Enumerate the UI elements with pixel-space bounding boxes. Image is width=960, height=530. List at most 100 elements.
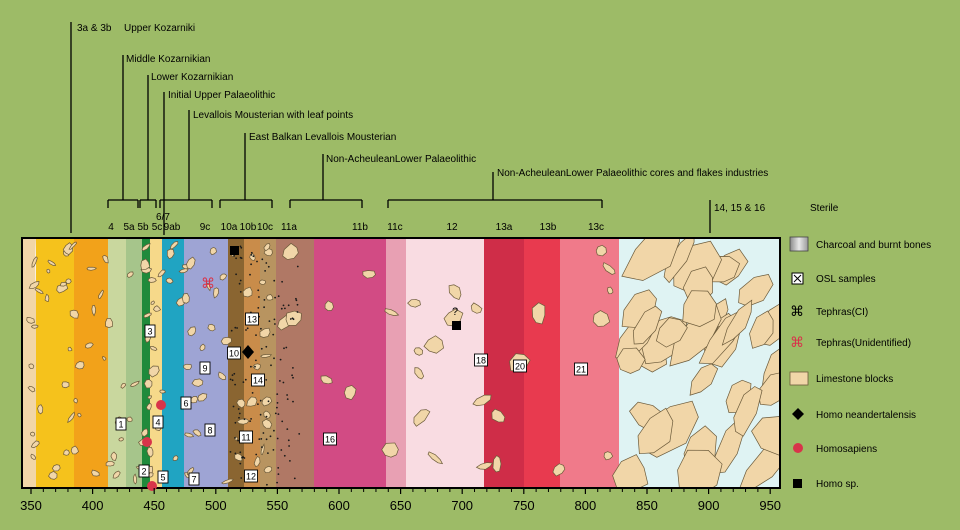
limestone-blocks	[26, 238, 780, 488]
charcoal-speck	[286, 428, 289, 430]
charcoal-speck	[265, 262, 268, 264]
limestone-block	[133, 473, 137, 485]
limestone-block	[112, 470, 121, 479]
charcoal-speck	[230, 329, 233, 332]
axis-tick-label: 750	[513, 498, 535, 513]
charcoal-speck	[237, 439, 240, 442]
osl-sample-number: 20	[515, 362, 525, 372]
period-label: 14, 15 & 16	[714, 203, 766, 214]
charcoal-speck	[295, 297, 297, 300]
charcoal-speck	[233, 372, 236, 375]
charcoal-speck	[235, 273, 238, 276]
sediment-band	[276, 238, 323, 488]
charcoal-speck	[277, 473, 280, 475]
limestone-block	[612, 454, 649, 488]
charcoal-speck	[239, 245, 242, 248]
limestone-block	[219, 273, 228, 281]
charcoal-speck	[274, 412, 277, 415]
limestone-block	[126, 416, 133, 423]
layer-label: 6/7	[156, 212, 170, 223]
osl-sample-number: 2	[141, 467, 146, 477]
limestone-block	[150, 300, 155, 305]
period-label: East Balkan Levallois Mousterian	[249, 132, 396, 143]
charcoal-speck	[236, 327, 239, 329]
limestone-block	[602, 262, 616, 275]
legend-label: Tephras(CI)	[816, 307, 868, 318]
charcoal-speck	[265, 438, 268, 441]
charcoal-speck	[284, 307, 286, 310]
charcoal-speck	[242, 381, 245, 383]
limestone-block	[362, 270, 376, 279]
charcoal-speck	[234, 326, 237, 329]
limestone-block	[472, 394, 492, 407]
limestone-block	[65, 278, 72, 284]
layer-label: 13a	[496, 222, 513, 233]
charcoal-speck	[269, 435, 272, 438]
charcoal-speck	[242, 456, 245, 458]
osl-sample-number: 10	[229, 349, 239, 359]
limestone-block	[181, 293, 190, 304]
limestone-block	[259, 279, 266, 285]
limestone-swatch-icon	[789, 371, 809, 386]
charcoal-speck	[273, 357, 275, 360]
charcoal-speck	[296, 265, 299, 268]
charcoal-speck	[239, 279, 242, 282]
limestone-block	[147, 277, 157, 283]
sediment-band	[560, 238, 628, 488]
limestone-block	[30, 440, 40, 449]
limestone-block	[218, 371, 226, 381]
sediment-band	[184, 238, 237, 488]
layer-label: 9c	[200, 222, 211, 233]
limestone-block	[197, 393, 208, 402]
charcoal-speck	[298, 433, 301, 435]
limestone-block	[655, 317, 688, 348]
charcoal-speck	[240, 477, 243, 479]
charcoal-speck	[280, 307, 283, 310]
limestone-block	[221, 478, 234, 485]
layer-label: 13c	[588, 222, 604, 233]
limestone-block	[757, 371, 780, 406]
limestone-block	[74, 361, 85, 370]
limestone-block	[172, 455, 179, 461]
limestone-block	[118, 437, 124, 442]
limestone-block	[265, 294, 274, 301]
legend-label: Limestone blocks	[816, 374, 893, 385]
limestone-block	[427, 451, 444, 465]
charcoal-speck	[285, 346, 288, 349]
charcoal-speck	[267, 400, 270, 403]
limestone-block	[261, 396, 273, 407]
limestone-block	[67, 411, 75, 424]
charcoal-speck	[272, 333, 275, 336]
charcoal-speck	[239, 291, 242, 293]
charcoal-speck	[257, 403, 259, 405]
charcoal-speck	[274, 296, 276, 299]
axis-tick-label: 400	[82, 498, 104, 513]
charcoal-speck	[258, 438, 261, 440]
limestone-block	[91, 304, 96, 317]
charcoal-speck	[270, 364, 272, 367]
limestone-block	[85, 342, 94, 349]
osl-sample-number: 8	[207, 426, 212, 436]
limestone-block	[169, 240, 179, 250]
limestone-block	[191, 378, 204, 387]
limestone-block	[28, 281, 40, 290]
limestone-block	[120, 383, 127, 389]
osl-sample-number: 11	[241, 433, 250, 443]
charcoal-swatch-icon	[789, 236, 809, 252]
axis-tick-label: 650	[390, 498, 412, 513]
layer-label: 11a	[281, 222, 297, 233]
limestone-block	[69, 309, 79, 319]
homo-sapiens-marker	[147, 481, 157, 491]
limestone-block	[259, 327, 271, 338]
charcoal-speck	[279, 380, 281, 382]
limestone-block	[143, 379, 153, 389]
charcoal-speck	[287, 304, 290, 307]
charcoal-speck	[283, 347, 285, 350]
sediment-band	[74, 238, 118, 488]
osl-sample-number: 21	[576, 365, 586, 375]
limestone-block	[189, 396, 199, 404]
period-sublabel: Upper Kozarniki	[124, 23, 195, 34]
charcoal-speck	[272, 449, 275, 451]
